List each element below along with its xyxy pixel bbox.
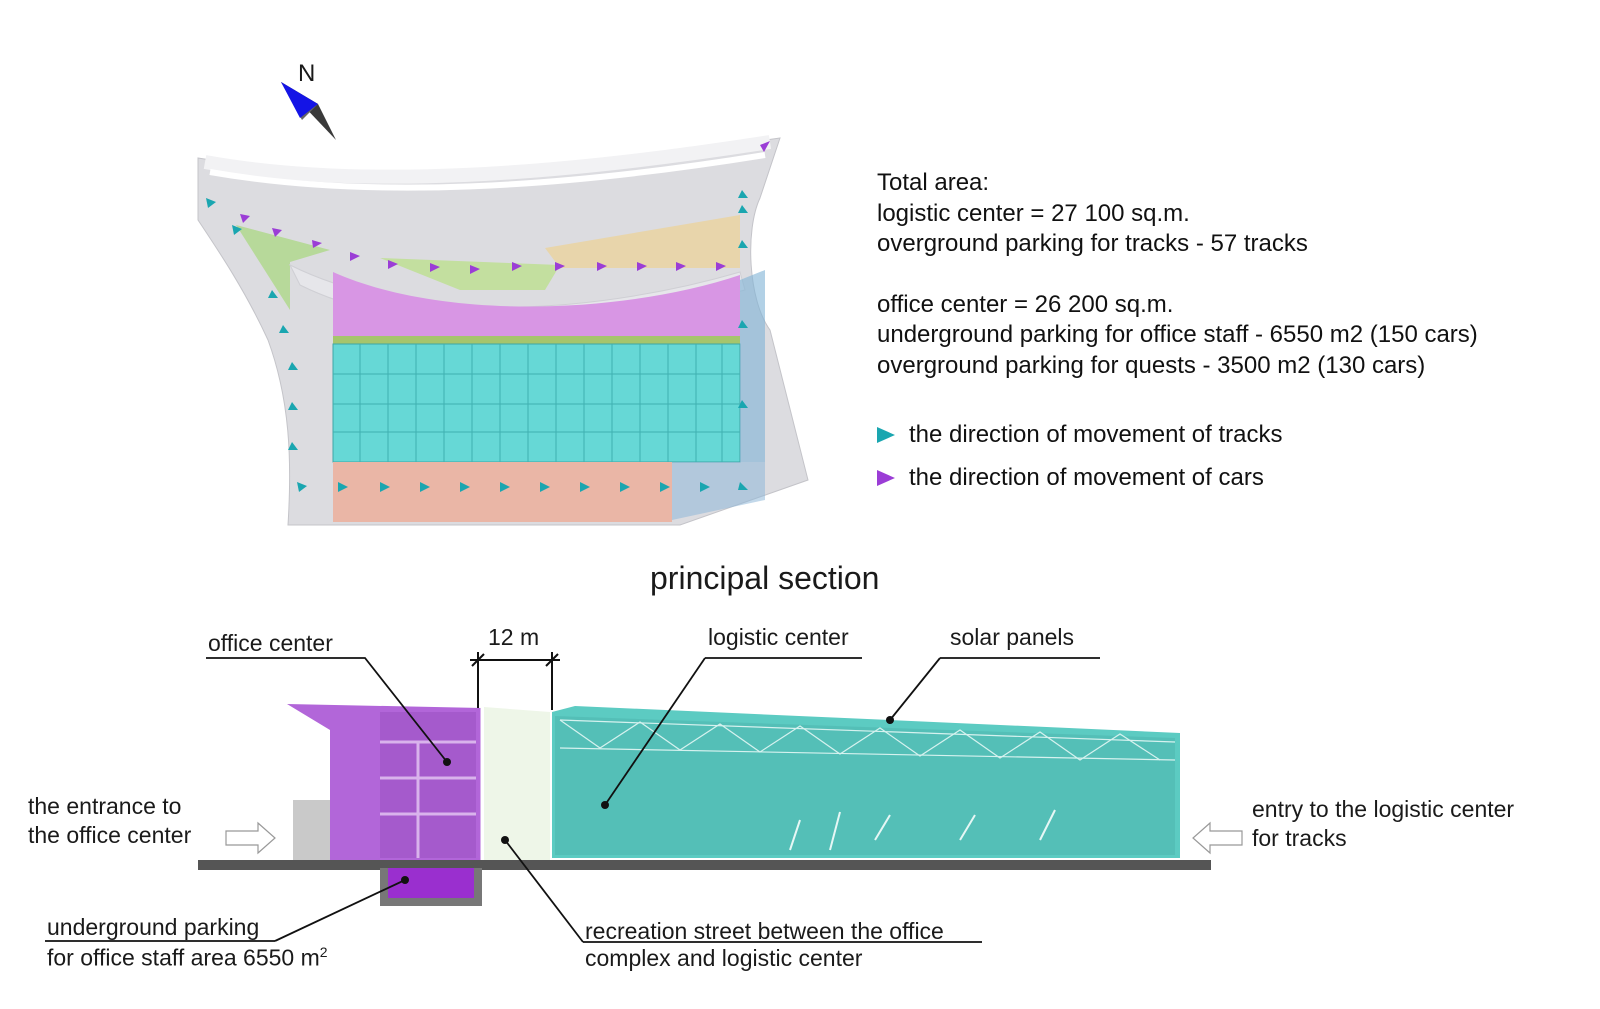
recreation-label-2: complex and logistic center <box>585 945 863 971</box>
section-title: principal section <box>650 560 880 596</box>
solar-panels-label: solar panels <box>950 624 1075 650</box>
legend-cars-label: the direction of movement of cars <box>909 464 1264 491</box>
legend-tracks: the direction of movement of tracks <box>877 421 1283 449</box>
underground-label-1: underground parking <box>47 914 260 940</box>
legend-tracks-label: the direction of movement of tracks <box>909 421 1283 448</box>
leader-lines <box>45 657 1100 943</box>
site-info: Total area: logistic center = 27 100 sq.… <box>877 168 1478 381</box>
underground-label-2: for office staff area 6550 m2 <box>47 944 328 971</box>
entrance-office-label-1: the entrance to <box>28 793 182 819</box>
entrance-office-label-2: the office center <box>28 822 192 848</box>
office-building <box>287 704 484 860</box>
solar-roof-grid <box>333 344 740 462</box>
truck-parking <box>333 462 672 522</box>
track-direction-markers <box>206 190 748 492</box>
logistic-center-label: logistic center <box>708 624 849 650</box>
car-direction-markers <box>240 141 770 274</box>
entry-logistic-label-2: for tracks <box>1252 825 1347 851</box>
cyan-triangle-icon <box>877 427 895 443</box>
dimension-label: 12 m <box>488 624 540 650</box>
office-center-label: office center <box>208 630 333 656</box>
entry-logistic-label-1: entry to the logistic center <box>1252 796 1515 822</box>
logistic-roof <box>332 343 741 463</box>
north-label: N <box>298 60 316 87</box>
info-office-overground: overground parking for quests - 3500 m2 … <box>877 351 1426 379</box>
info-office-underground: underground parking for office staff - 6… <box>877 321 1478 348</box>
info-office-area: office center = 26 200 sq.m. <box>877 290 1174 318</box>
recreation-label-1: recreation street between the office <box>585 918 944 944</box>
legend-cars: the direction of movement of cars <box>877 464 1264 492</box>
info-logistic-area: logistic center = 27 100 sq.m. <box>877 199 1190 227</box>
purple-triangle-icon <box>877 470 895 486</box>
dimension-12m <box>470 652 560 710</box>
office-entrance-arrow-icon <box>225 821 276 855</box>
recreation-street <box>484 707 550 860</box>
office-plaza <box>333 272 740 340</box>
ground-line <box>198 860 1211 870</box>
logistic-building <box>552 706 1180 858</box>
info-heading: Total area: <box>877 169 990 196</box>
info-logistic-parking: overground parking for tracks - 57 track… <box>877 230 1308 257</box>
north-compass-icon <box>281 82 336 140</box>
green-zone <box>236 225 330 310</box>
logistic-entry-arrow-icon <box>1192 821 1243 855</box>
